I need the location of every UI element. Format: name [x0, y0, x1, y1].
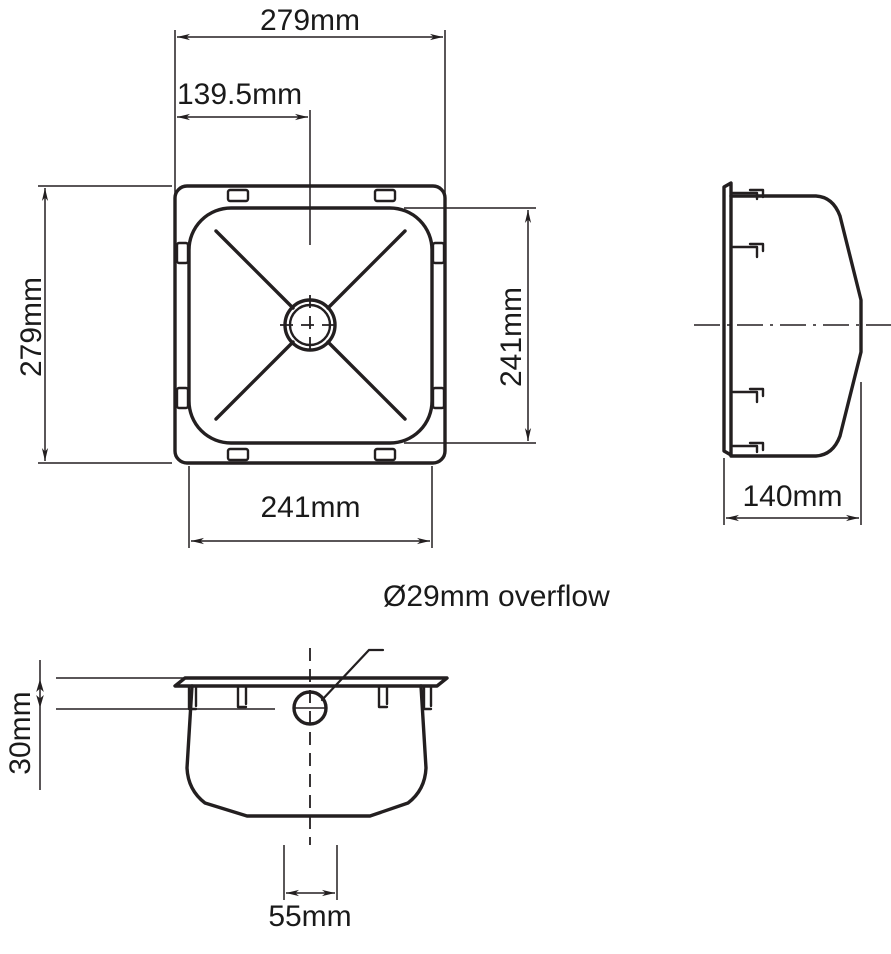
clip-left-bottom: [175, 386, 190, 410]
side-flange-plate: [722, 181, 733, 457]
clip-front-3: [377, 685, 389, 709]
plan-slope-line-nw: [214, 229, 295, 310]
clip-right-bottom: [431, 386, 446, 410]
clip-right-top: [431, 241, 446, 265]
side-elevation-view: [694, 181, 891, 525]
dim-arrow-30-bottom: [36, 695, 44, 708]
overflow-leader-line: [320, 648, 385, 702]
plan-mounting-clips: [175, 188, 446, 462]
plan-slope-line-se: [326, 340, 407, 421]
clip-side-3: [731, 387, 765, 404]
clip-left-top: [175, 241, 190, 265]
plan-bowl-outline: [187, 206, 434, 445]
plan-view: [38, 30, 536, 548]
front-mounting-clips: [187, 685, 433, 711]
clip-bottom-right: [373, 447, 397, 462]
side-mounting-clips: [731, 188, 765, 454]
clip-side-1: [731, 188, 765, 201]
clip-top-right: [373, 188, 397, 203]
front-rim-plate: [173, 676, 449, 688]
clip-bottom-left: [226, 447, 250, 462]
clip-front-2: [236, 685, 248, 709]
plan-slope-line-ne: [326, 229, 407, 310]
front-bowl-profile: [185, 684, 428, 818]
clip-side-4: [731, 441, 765, 454]
front-section-view: [36, 648, 449, 900]
clip-top-left: [226, 188, 250, 203]
clip-front-4: [422, 685, 433, 711]
clip-side-2: [731, 242, 765, 259]
plan-slope-line-sw: [214, 340, 295, 421]
dim-arrow-30-top: [36, 679, 44, 692]
side-bowl-profile: [729, 194, 863, 458]
plan-outer-rim: [173, 184, 447, 465]
